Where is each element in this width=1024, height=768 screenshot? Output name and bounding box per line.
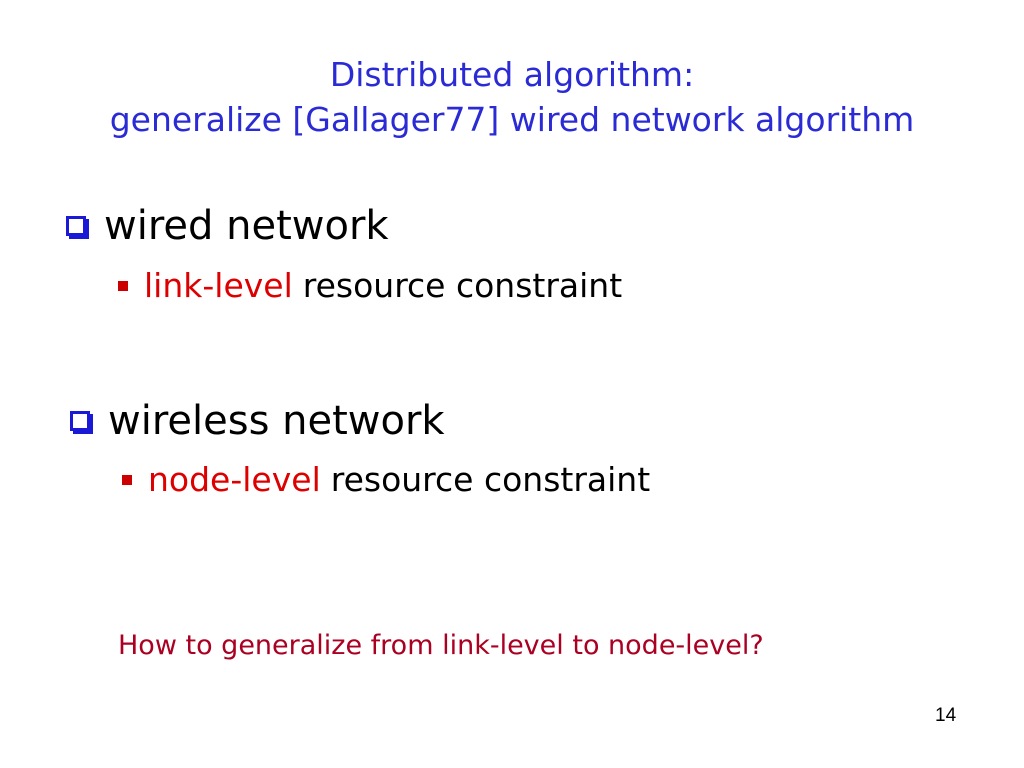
sub-bullet-highlight: link-level — [144, 266, 293, 305]
question-text: How to generalize from link-level to nod… — [118, 630, 764, 661]
hollow-box-icon — [66, 216, 86, 236]
sub-bullet-node-level: node-level resource constraint — [122, 460, 650, 499]
slide-title-line-2: generalize [Gallager77] wired network al… — [109, 100, 915, 139]
sub-bullet-text: resource constraint — [330, 460, 651, 499]
filled-square-icon — [122, 474, 132, 485]
slide-title: Distributed algorithm: generalize [Galla… — [0, 52, 1024, 142]
sub-bullet-text: resource constraint — [302, 266, 623, 305]
bullet-wireless-network: wireless network — [70, 398, 445, 444]
slide-title-line-1: Distributed algorithm: — [329, 55, 695, 94]
sub-bullet-highlight: node-level — [148, 460, 321, 499]
bullet-text: wired network — [104, 203, 389, 249]
hollow-box-icon — [70, 411, 90, 431]
bullet-wired-network: wired network — [66, 203, 389, 249]
bullet-text: wireless network — [108, 398, 445, 444]
page-number: 14 — [935, 705, 957, 726]
filled-square-icon — [118, 280, 128, 291]
sub-bullet-link-level: link-level resource constraint — [118, 266, 622, 305]
